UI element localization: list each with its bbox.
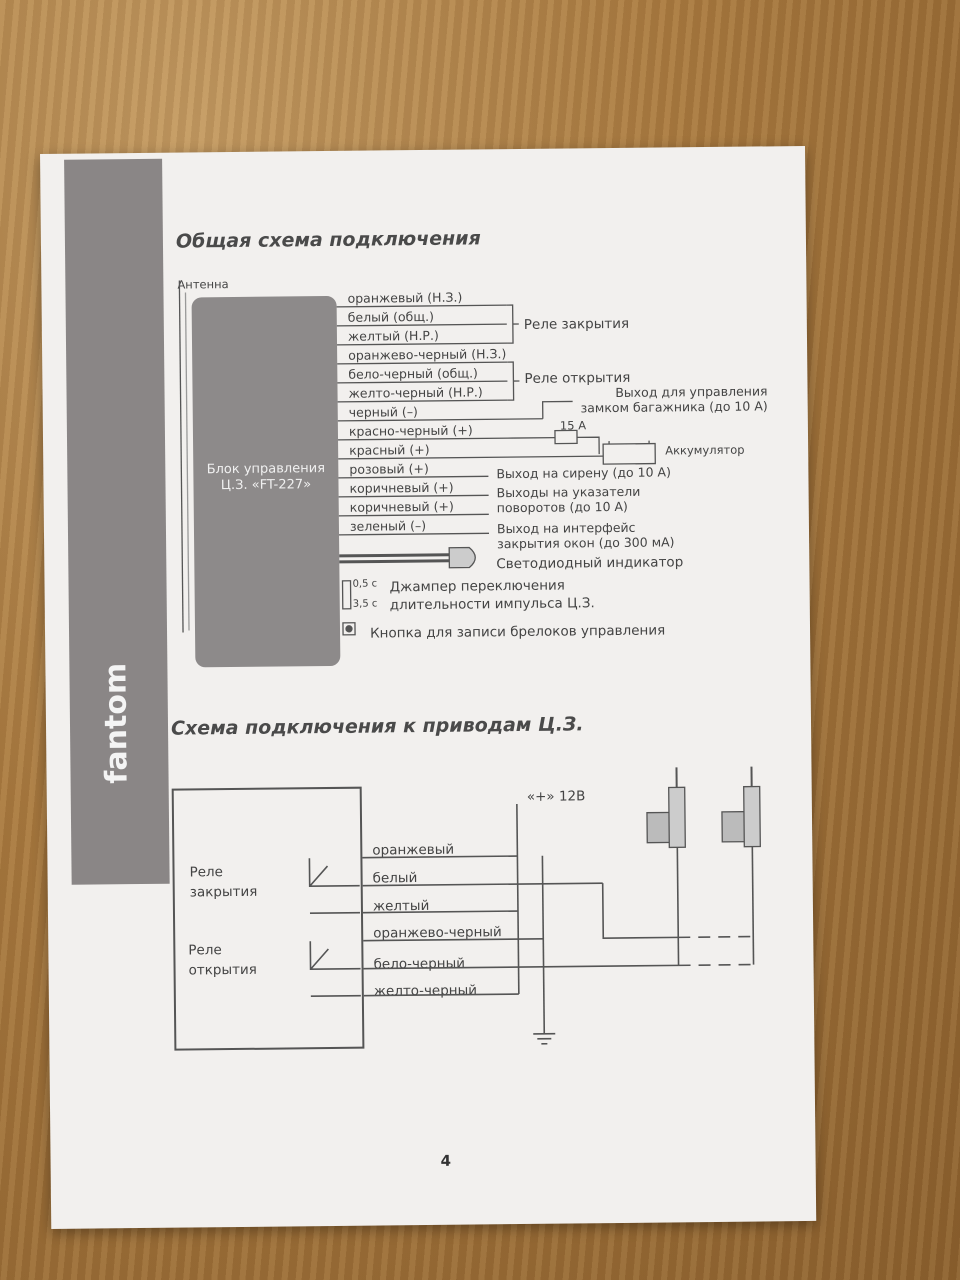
ground-wire bbox=[541, 855, 546, 1034]
relay-close-switch bbox=[308, 858, 360, 888]
button-icon bbox=[342, 622, 356, 636]
brace-close bbox=[506, 304, 519, 344]
battery-icon bbox=[602, 442, 656, 465]
fuse-icon bbox=[554, 429, 578, 445]
supply-12v-wire bbox=[516, 804, 520, 995]
instruction-page: fantom Общая схема подключения Антенна Б… bbox=[40, 145, 817, 1229]
wiring-diagram-lines bbox=[178, 280, 761, 1045]
antenna-wire bbox=[178, 280, 184, 633]
brace-open bbox=[507, 361, 520, 401]
jumper-icon bbox=[341, 580, 352, 610]
relay-open-switch bbox=[309, 941, 361, 971]
led-icon bbox=[448, 546, 476, 569]
antenna-wire-2 bbox=[184, 292, 190, 631]
